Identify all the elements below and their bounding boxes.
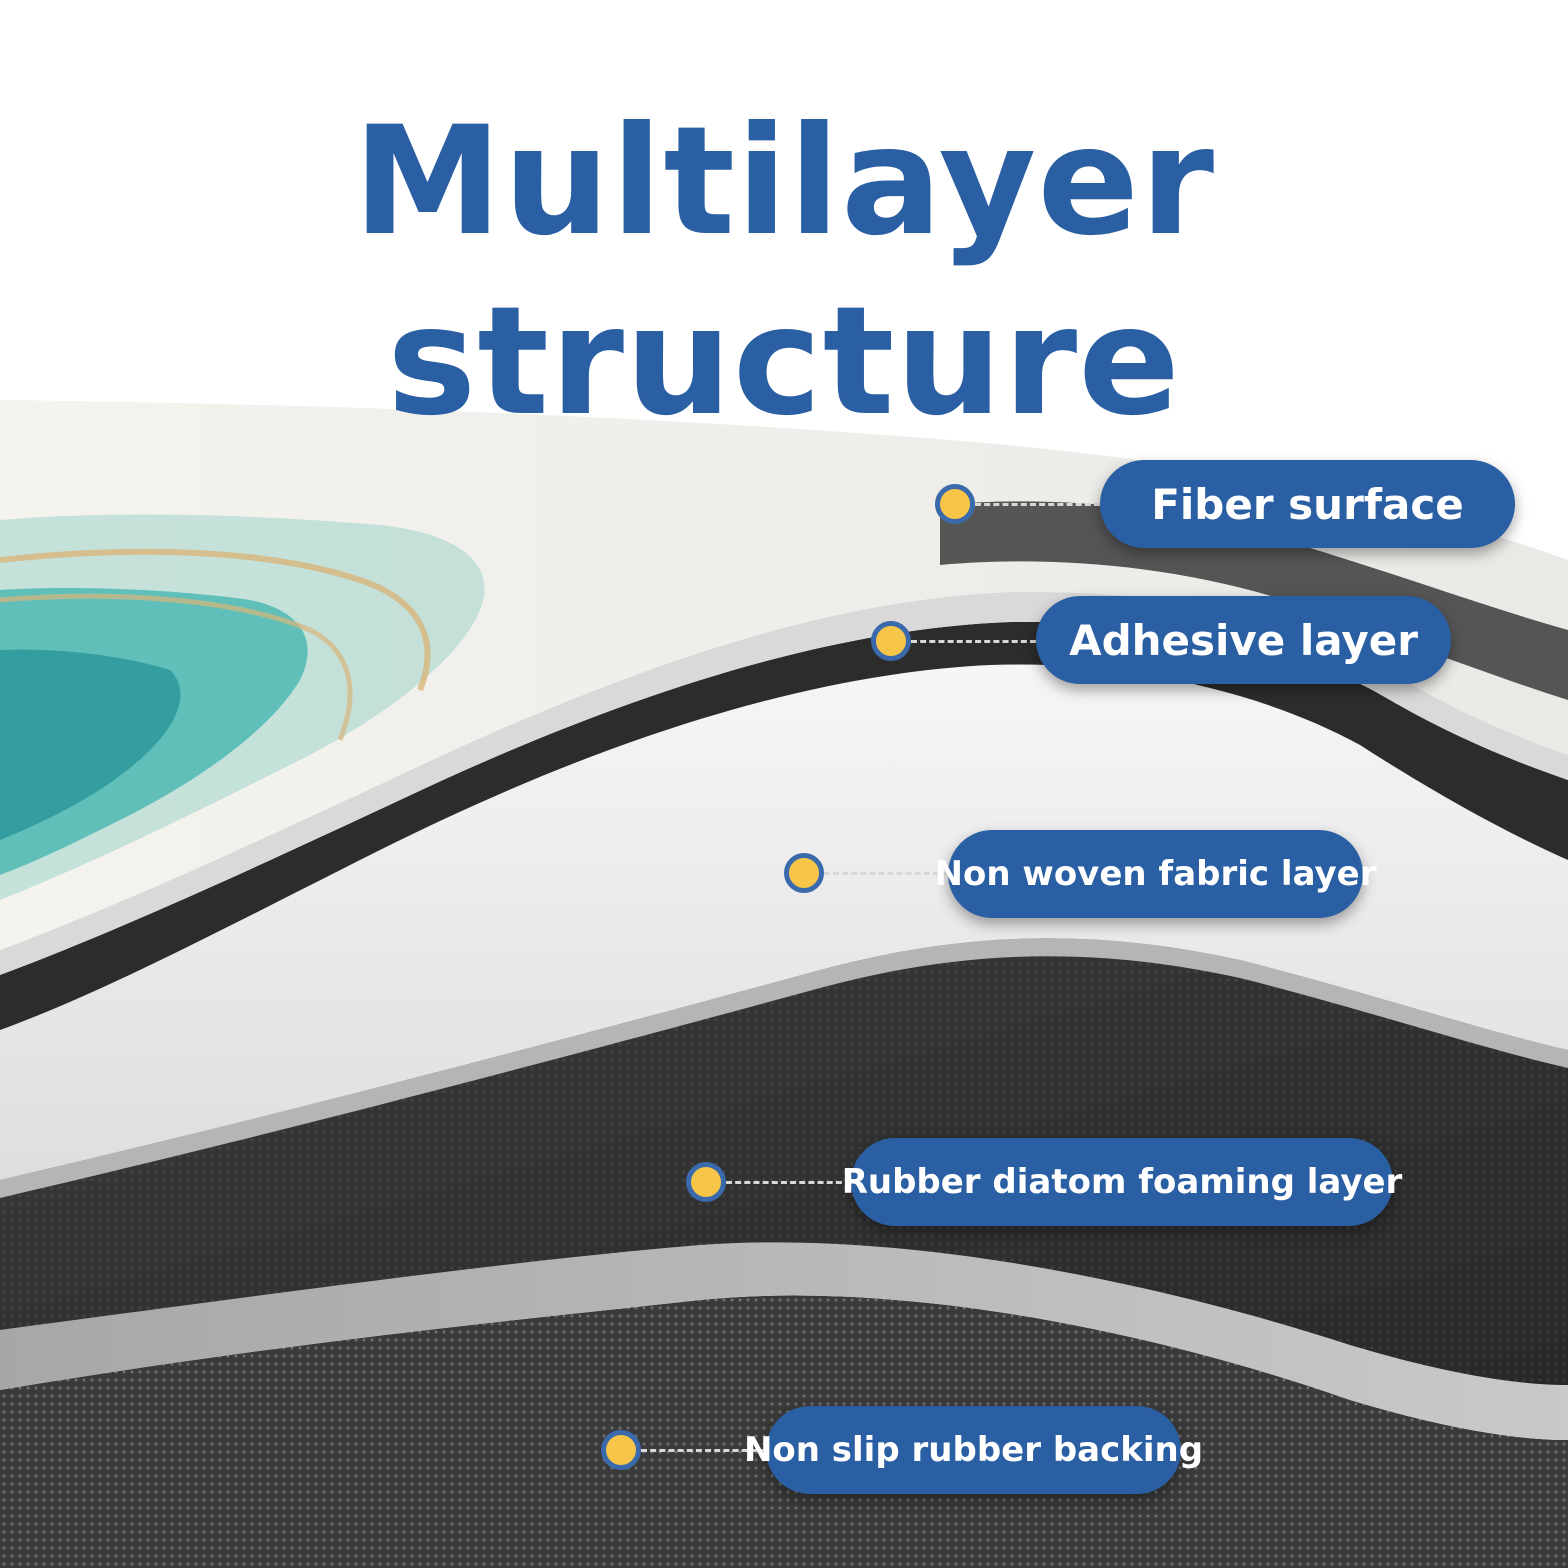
callout-leader-adhesive-layer — [911, 640, 1036, 643]
callout-dot-backing — [601, 1430, 641, 1470]
callout-leader-nonwoven-layer — [824, 872, 948, 875]
label-adhesive-layer: Adhesive layer — [1036, 596, 1451, 684]
label-foaming-layer: Rubber diatom foaming layer — [842, 1138, 1402, 1226]
label-adhesive-layer-text: Adhesive layer — [1069, 615, 1418, 665]
label-backing-text: Non slip rubber backing — [743, 1430, 1204, 1470]
gray-rim-shape — [0, 1242, 1568, 1568]
label-foaming-layer-text: Rubber diatom foaming layer — [841, 1162, 1403, 1202]
callout-dot-fiber-surface — [935, 484, 975, 524]
label-nonwoven-layer-text: Non woven fabric layer — [934, 854, 1377, 894]
page-title: Multilayer structure — [352, 95, 1216, 449]
label-fiber-surface-text: Fiber surface — [1151, 479, 1464, 529]
label-fiber-surface: Fiber surface — [1100, 460, 1515, 548]
callout-leader-fiber-surface — [975, 503, 1100, 506]
callout-dot-nonwoven-layer — [784, 853, 824, 893]
callout-leader-backing — [641, 1449, 766, 1452]
callout-leader-foaming-layer — [726, 1181, 851, 1184]
nonwoven-layer-shape — [0, 664, 1568, 1180]
label-backing: Non slip rubber backing — [744, 1406, 1203, 1494]
callout-dot-foaming-layer — [686, 1162, 726, 1202]
print-artwork — [0, 514, 485, 900]
callout-dot-adhesive-layer — [871, 621, 911, 661]
label-nonwoven-layer: Non woven fabric layer — [935, 830, 1376, 918]
